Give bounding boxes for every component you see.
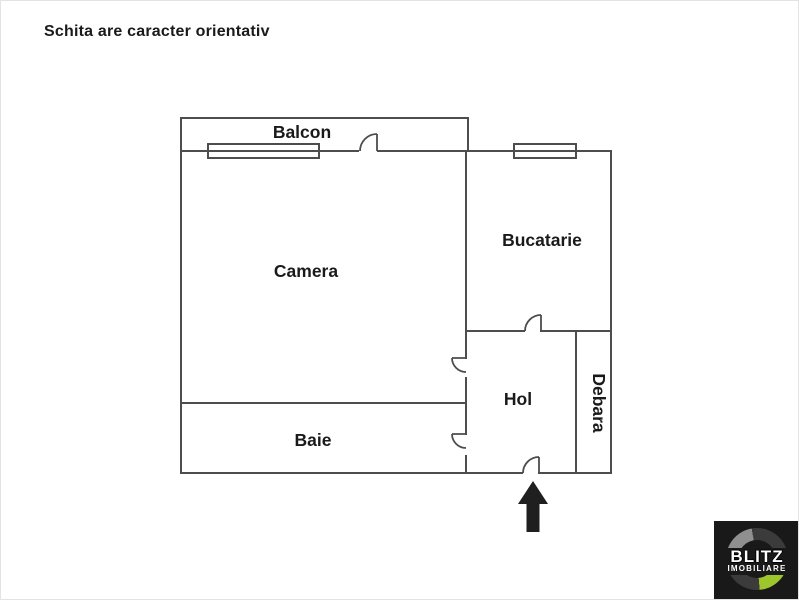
room-label-camera: Camera: [274, 261, 338, 281]
camera-window: [207, 143, 320, 159]
walls: [180, 117, 612, 474]
room-label-balcon: Balcon: [273, 122, 331, 142]
logo-text-block: BLITZ IMOBILIARE: [717, 548, 797, 575]
room-label-debara: Debara: [589, 373, 609, 433]
balcony-door-arc: [359, 133, 378, 152]
camera-door-arc: [451, 357, 467, 373]
room-labels: Balcon Camera Bucatarie Hol Baie Debara: [273, 122, 609, 450]
room-label-baie: Baie: [295, 430, 332, 450]
logo-brand-name: BLITZ: [730, 547, 784, 566]
windows: [207, 143, 577, 159]
room-label-bucatarie: Bucatarie: [502, 230, 582, 250]
agency-logo: BLITZ IMOBILIARE: [714, 521, 798, 599]
bucatarie-door-arc: [524, 314, 542, 332]
logo-brand-tagline: IMOBILIARE: [727, 564, 787, 573]
disclaimer-text: Schita are caracter orientativ: [44, 23, 270, 40]
room-label-hol: Hol: [504, 389, 532, 409]
entrance-door-arc: [522, 456, 540, 474]
baie-door-arc: [451, 433, 467, 449]
doors: [359, 133, 542, 474]
entrance-arrow-icon: [518, 481, 548, 532]
balcony-walls: [180, 117, 469, 152]
bucatarie-window: [513, 143, 577, 159]
